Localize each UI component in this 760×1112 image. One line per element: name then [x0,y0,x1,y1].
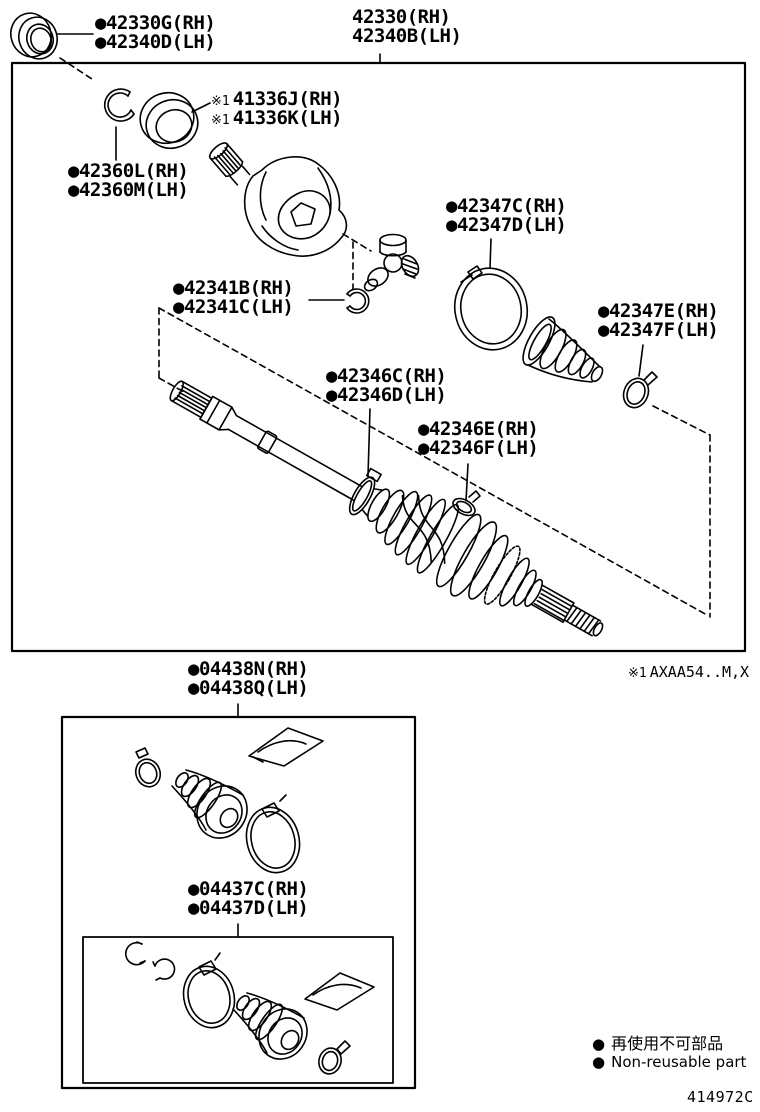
part-number-rh: 42346C(RH) [336,365,447,387]
part-number-lh: 04438Q(LH) [198,677,309,699]
label-shaft-assembly: 42330(RH) 42340B(LH) [352,6,462,47]
axle-shaft-drawing [169,380,604,637]
non-reusable-dot-icon: ● [326,384,337,406]
non-reusable-dot-icon: ● [95,12,106,34]
snap-ring-drawing [103,88,135,122]
part-number-lh: 42340D(LH) [105,31,216,53]
non-reusable-dot-icon: ● [592,1053,606,1071]
non-reusable-dot-icon: ● [446,195,457,217]
non-reusable-dot-icon: ● [173,277,184,299]
non-reusable-dot-icon: ● [446,214,457,236]
outboard-kit-box [60,715,417,1090]
non-reusable-dot-icon: ● [418,437,429,459]
inboard-kit-box [82,936,394,1084]
part-number-lh: 41336K(LH) [232,107,343,129]
label-inboard-joint: ●42360L(RH) ●42360M(LH) [68,160,189,201]
part-number-rh: 42360L(RH) [78,160,189,182]
figure-number: 414972C [687,1088,754,1106]
non-reusable-dot-icon: ● [188,677,199,699]
label-outer-seal: ●42330G(RH) ●42340D(LH) [95,12,216,53]
bearing-seal-drawing [139,91,199,150]
inboard-boot-drawing [522,316,604,383]
part-number-rh: 42347E(RH) [608,300,719,322]
shaft-snap-ring-drawing [346,288,370,314]
part-number-lh: 42360M(LH) [78,179,189,201]
part-number-rh: 42330G(RH) [105,12,216,34]
label-outboard-clamp-shaft: ●42346C(RH) ●42346D(LH) [326,365,447,406]
footnote-ref-icon: ※1 [211,113,230,128]
leader-lines [56,33,644,937]
non-reusable-dot-icon: ● [95,31,106,53]
non-reusable-dot-icon: ● [188,878,199,900]
non-reusable-dot-icon: ● [173,296,184,318]
non-reusable-dot-icon: ● [188,897,199,919]
main-diagram-box [10,61,747,653]
part-number-rh: 42346E(RH) [428,418,539,440]
non-reusable-dot-icon: ● [188,658,199,680]
label-inboard-clamp-small: ●42347E(RH) ●42347F(LH) [598,300,719,341]
inboard-boot-kit-drawing [125,941,375,1075]
label-outboard-boot-kit: ●04438N(RH) ●04438Q(LH) [188,658,309,699]
footnote-ref-icon: ※1 [211,94,230,109]
outer-seal-drawing [10,12,58,60]
part-number-rh: 42341B(RH) [183,277,294,299]
non-reusable-dot-icon: ● [592,1035,606,1053]
label-snap-ring: ●42341B(RH) ●42341C(LH) [173,277,294,318]
kit-span-dashed-lines [59,57,711,618]
label-inboard-boot-kit: ●04437C(RH) ●04437D(LH) [188,878,309,919]
legend: ● 再使用不可部品 ● Non-reusable part [592,1030,746,1076]
legend-japanese: 再使用不可部品 [611,1034,724,1053]
part-number-lh: 42347F(LH) [608,319,719,341]
inboard-clamp-small-drawing [622,371,658,409]
outboard-boot-kit-drawing [134,727,324,874]
label-inboard-clamp-large: ●42347C(RH) ●42347D(LH) [446,195,567,236]
part-number-lh: 42340B(LH) [352,25,462,47]
part-number-rh: 42330(RH) [352,6,451,28]
non-reusable-dot-icon: ● [68,160,79,182]
tripod-joint-drawing [363,233,420,292]
part-number-lh: 42346F(LH) [428,437,539,459]
non-reusable-dot-icon: ● [326,365,337,387]
outboard-clamp-boot-drawing [452,490,481,517]
part-number-rh: 42347C(RH) [456,195,567,217]
footnote-text: AXAA54..M,X [649,663,750,681]
part-number-lh: 42341C(LH) [183,296,294,318]
legend-english: Non-reusable part [611,1053,747,1071]
inboard-clamp-large-drawing [453,265,529,351]
non-reusable-dot-icon: ● [598,300,609,322]
part-number-lh: 04437D(LH) [198,897,309,919]
inboard-joint-drawing [208,142,348,257]
part-number-lh: 42346D(LH) [336,384,447,406]
part-number-rh: 41336J(RH) [232,88,343,110]
part-number-rh: 04438N(RH) [198,658,309,680]
part-number-rh: 04437C(RH) [198,878,309,900]
non-reusable-dot-icon: ● [598,319,609,341]
non-reusable-dot-icon: ● [418,418,429,440]
part-number-lh: 42347D(LH) [456,214,567,236]
footnote-ref-icon: ※1 [628,666,647,681]
label-outboard-clamp-boot: ●42346E(RH) ●42346F(LH) [418,418,539,459]
non-reusable-dot-icon: ● [68,179,79,201]
